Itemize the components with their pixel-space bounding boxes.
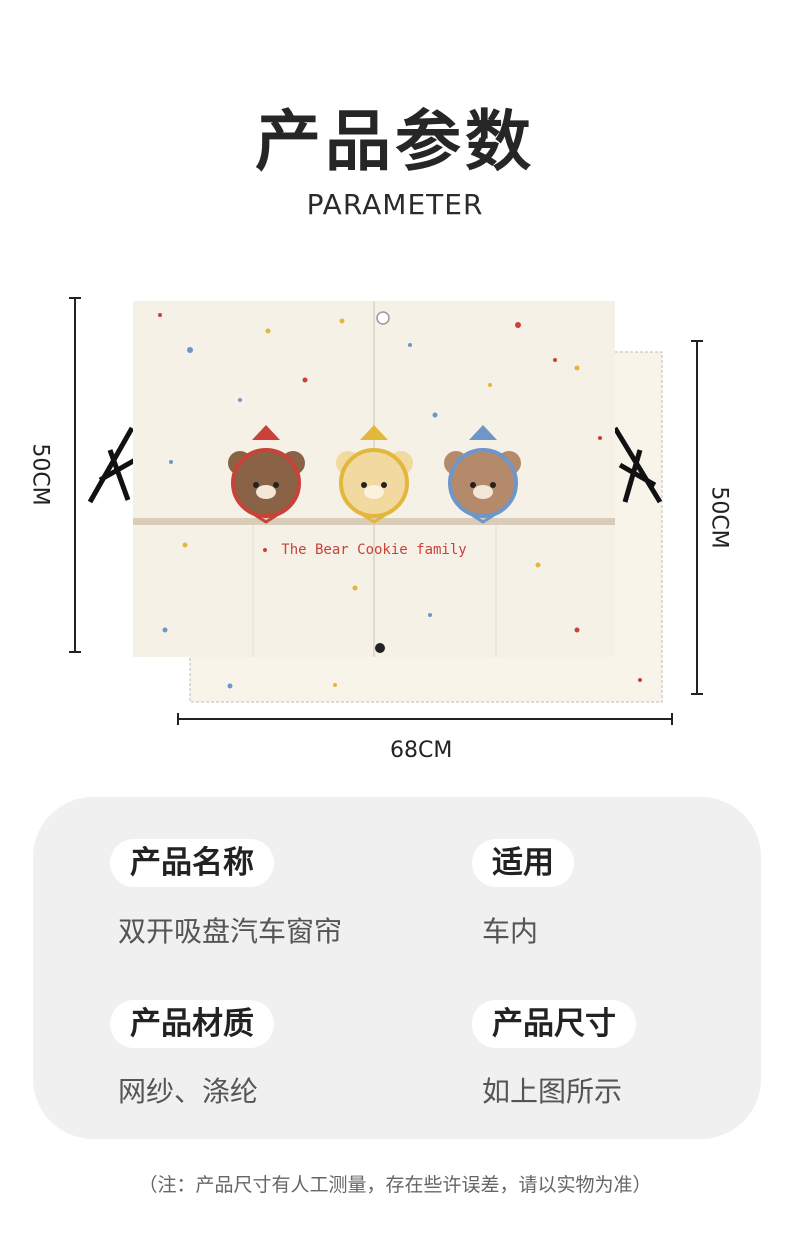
spec-label-name: 产品名称 bbox=[110, 839, 274, 887]
left-dimension-tick-bottom bbox=[69, 651, 81, 653]
spec-value-material: 网纱、涤纶 bbox=[118, 1075, 259, 1108]
bear-caption: The Bear Cookie family bbox=[281, 542, 466, 558]
right-dimension-line bbox=[696, 340, 698, 695]
left-dimension-line bbox=[74, 297, 76, 653]
disclaimer-note: （注：产品尺寸有人工测量，存在些许误差，请以实物为准） bbox=[138, 1174, 652, 1196]
bear-red bbox=[228, 425, 305, 524]
spec-value-usage: 车内 bbox=[482, 915, 539, 948]
right-dimension-tick-bottom bbox=[691, 693, 703, 695]
bottom-dimension-tick-left bbox=[177, 713, 179, 725]
width-label: 68CM bbox=[390, 738, 453, 763]
page-subtitle: PARAMETER bbox=[306, 188, 484, 221]
curtain-illustration: The Bear Cookie family bbox=[87, 301, 663, 703]
page-title: 产品参数 bbox=[255, 103, 535, 180]
spec-label-usage: 适用 bbox=[472, 839, 574, 887]
spec-label-size: 产品尺寸 bbox=[472, 1000, 636, 1048]
left-height-label: 50CM bbox=[27, 443, 53, 506]
right-dimension-tick-top bbox=[691, 340, 703, 342]
spec-value-size: 如上图所示 bbox=[482, 1075, 623, 1108]
confetti bbox=[158, 313, 642, 689]
suction-cup-bottom bbox=[375, 643, 385, 653]
left-strap bbox=[87, 426, 137, 504]
left-dimension-tick-top bbox=[69, 297, 81, 299]
spec-value-name: 双开吸盘汽车窗帘 bbox=[118, 915, 343, 948]
right-height-label: 50CM bbox=[706, 486, 732, 549]
spec-label-material: 产品材质 bbox=[110, 1000, 274, 1048]
bear-blue bbox=[444, 425, 521, 524]
bottom-dimension-tick-right bbox=[671, 713, 673, 725]
right-strap bbox=[612, 426, 663, 504]
bottom-dimension-line bbox=[178, 718, 672, 720]
bear-yellow bbox=[336, 425, 413, 524]
suction-cup-top bbox=[376, 311, 390, 325]
